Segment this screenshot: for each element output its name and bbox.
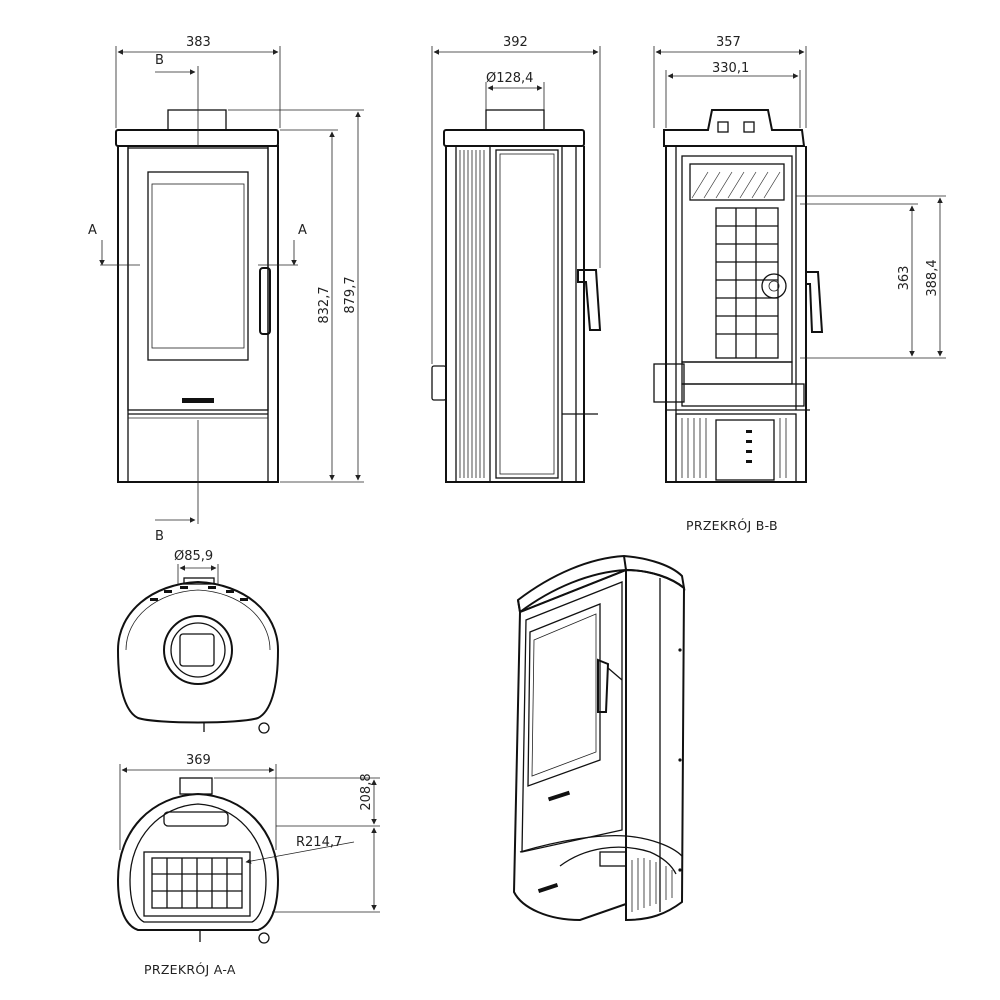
section-a-view: 369 208,8 R214,7 PRZEKRÓJ A-A xyxy=(116,753,380,977)
side-view: 392 Ø128,4 xyxy=(431,35,602,483)
section-b-marker-bottom: B xyxy=(155,529,164,544)
section-b-height-inner-dim: 363 xyxy=(897,266,912,291)
section-b-width-inner-dim: 330,1 xyxy=(712,61,749,76)
front-view: A A B B 383 832,7 879,7 xyxy=(88,35,364,544)
section-b-marker-top: B xyxy=(155,53,164,68)
isometric-view xyxy=(512,554,686,922)
section-a-marker-left: A xyxy=(88,223,97,238)
section-a-caption: PRZEKRÓJ A-A xyxy=(144,962,236,977)
section-b-width-outer-dim: 357 xyxy=(716,35,741,50)
section-a-depth-dim: 208,8 xyxy=(359,773,374,810)
front-height-outer-dim: 879,7 xyxy=(343,276,358,313)
front-height-inner-dim: 832,7 xyxy=(317,286,332,323)
front-width-dim: 383 xyxy=(186,35,211,50)
section-a-marker-right: A xyxy=(298,223,307,238)
top-flue-diameter-dim: Ø85,9 xyxy=(174,549,213,564)
side-flue-diameter-dim: Ø128,4 xyxy=(486,71,533,86)
section-b-view: 357 330,1 363 388,4 PRZEKRÓJ B-B xyxy=(653,35,946,533)
section-b-caption: PRZEKRÓJ B-B xyxy=(686,518,778,533)
section-b-height-outer-dim: 388,4 xyxy=(925,259,940,296)
section-a-radius-dim: R214,7 xyxy=(296,835,342,850)
top-view: Ø85,9 xyxy=(116,549,280,734)
side-width-dim: 392 xyxy=(503,35,528,50)
section-a-width-dim: 369 xyxy=(186,753,211,768)
